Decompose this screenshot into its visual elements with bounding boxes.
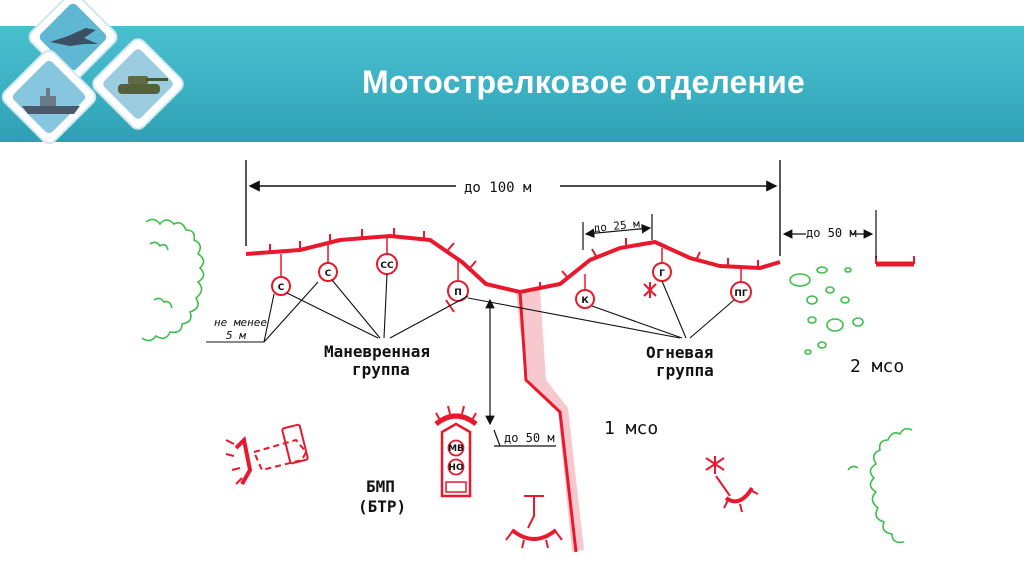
emplacement-bottom <box>505 495 563 549</box>
svg-text:П: П <box>454 288 462 298</box>
position-s1: С <box>271 254 291 296</box>
bmp-vehicle: МВ НО <box>434 405 478 498</box>
position-ss: СС <box>376 238 398 275</box>
distance-fire-label: до 25 м <box>593 217 641 235</box>
svg-text:НО: НО <box>448 463 464 473</box>
svg-text:Г: Г <box>659 269 665 279</box>
position-s2: С <box>318 244 338 282</box>
emplacement-right <box>705 456 759 513</box>
banner-top-strip <box>0 0 1024 26</box>
terrain-obstacles <box>789 266 864 355</box>
svg-text:МВ: МВ <box>448 444 464 454</box>
position-k: К <box>575 274 595 309</box>
dimension-fire-spacing <box>582 214 653 250</box>
distance-total-label: до 100 м <box>464 180 532 196</box>
vegetation-right <box>847 427 913 544</box>
svg-text:ПГ: ПГ <box>734 289 748 299</box>
second-mso-label: 2 мсо <box>850 356 904 377</box>
distance-bmp-label: до 50 м <box>504 431 555 445</box>
position-g: Г <box>643 248 672 298</box>
communication-trench <box>518 291 578 553</box>
vehicle-label-2: (БТР) <box>358 497 406 516</box>
distance-neighbor-label: до 50 м <box>806 226 857 240</box>
svg-text:С: С <box>278 283 285 293</box>
vehicle-label-1: БМП <box>366 477 395 496</box>
svg-text:К: К <box>581 296 589 306</box>
min-spacing-label-2: 5 м <box>226 329 246 342</box>
logo-tiles <box>1 0 184 145</box>
maneuver-group-label-1: Маневренная <box>324 342 430 361</box>
tank-icon <box>92 38 184 130</box>
position-pg: ПГ <box>730 266 752 303</box>
svg-text:СС: СС <box>380 261 394 271</box>
fire-group-label-1: Огневая <box>646 343 713 362</box>
dimension-total <box>245 160 781 256</box>
warship-icon <box>1 49 97 145</box>
spacing-leader <box>206 281 319 343</box>
communication-trench-shade <box>516 290 584 552</box>
shelter-left <box>225 423 309 485</box>
svg-text:С: С <box>325 269 332 279</box>
trench-parapet-ticks <box>269 228 759 290</box>
slide-title: Мотострелковое отделение <box>362 64 805 100</box>
min-spacing-label-1: не менее <box>214 316 267 329</box>
dimension-bmp <box>485 298 556 447</box>
first-mso-label: 1 мсо <box>604 418 658 439</box>
maneuver-leaders <box>286 273 469 339</box>
maneuver-group-label-2: группа <box>352 360 410 379</box>
vegetation-left <box>141 218 205 342</box>
fire-group-label-2: группа <box>656 361 714 380</box>
fire-leaders <box>467 280 735 339</box>
